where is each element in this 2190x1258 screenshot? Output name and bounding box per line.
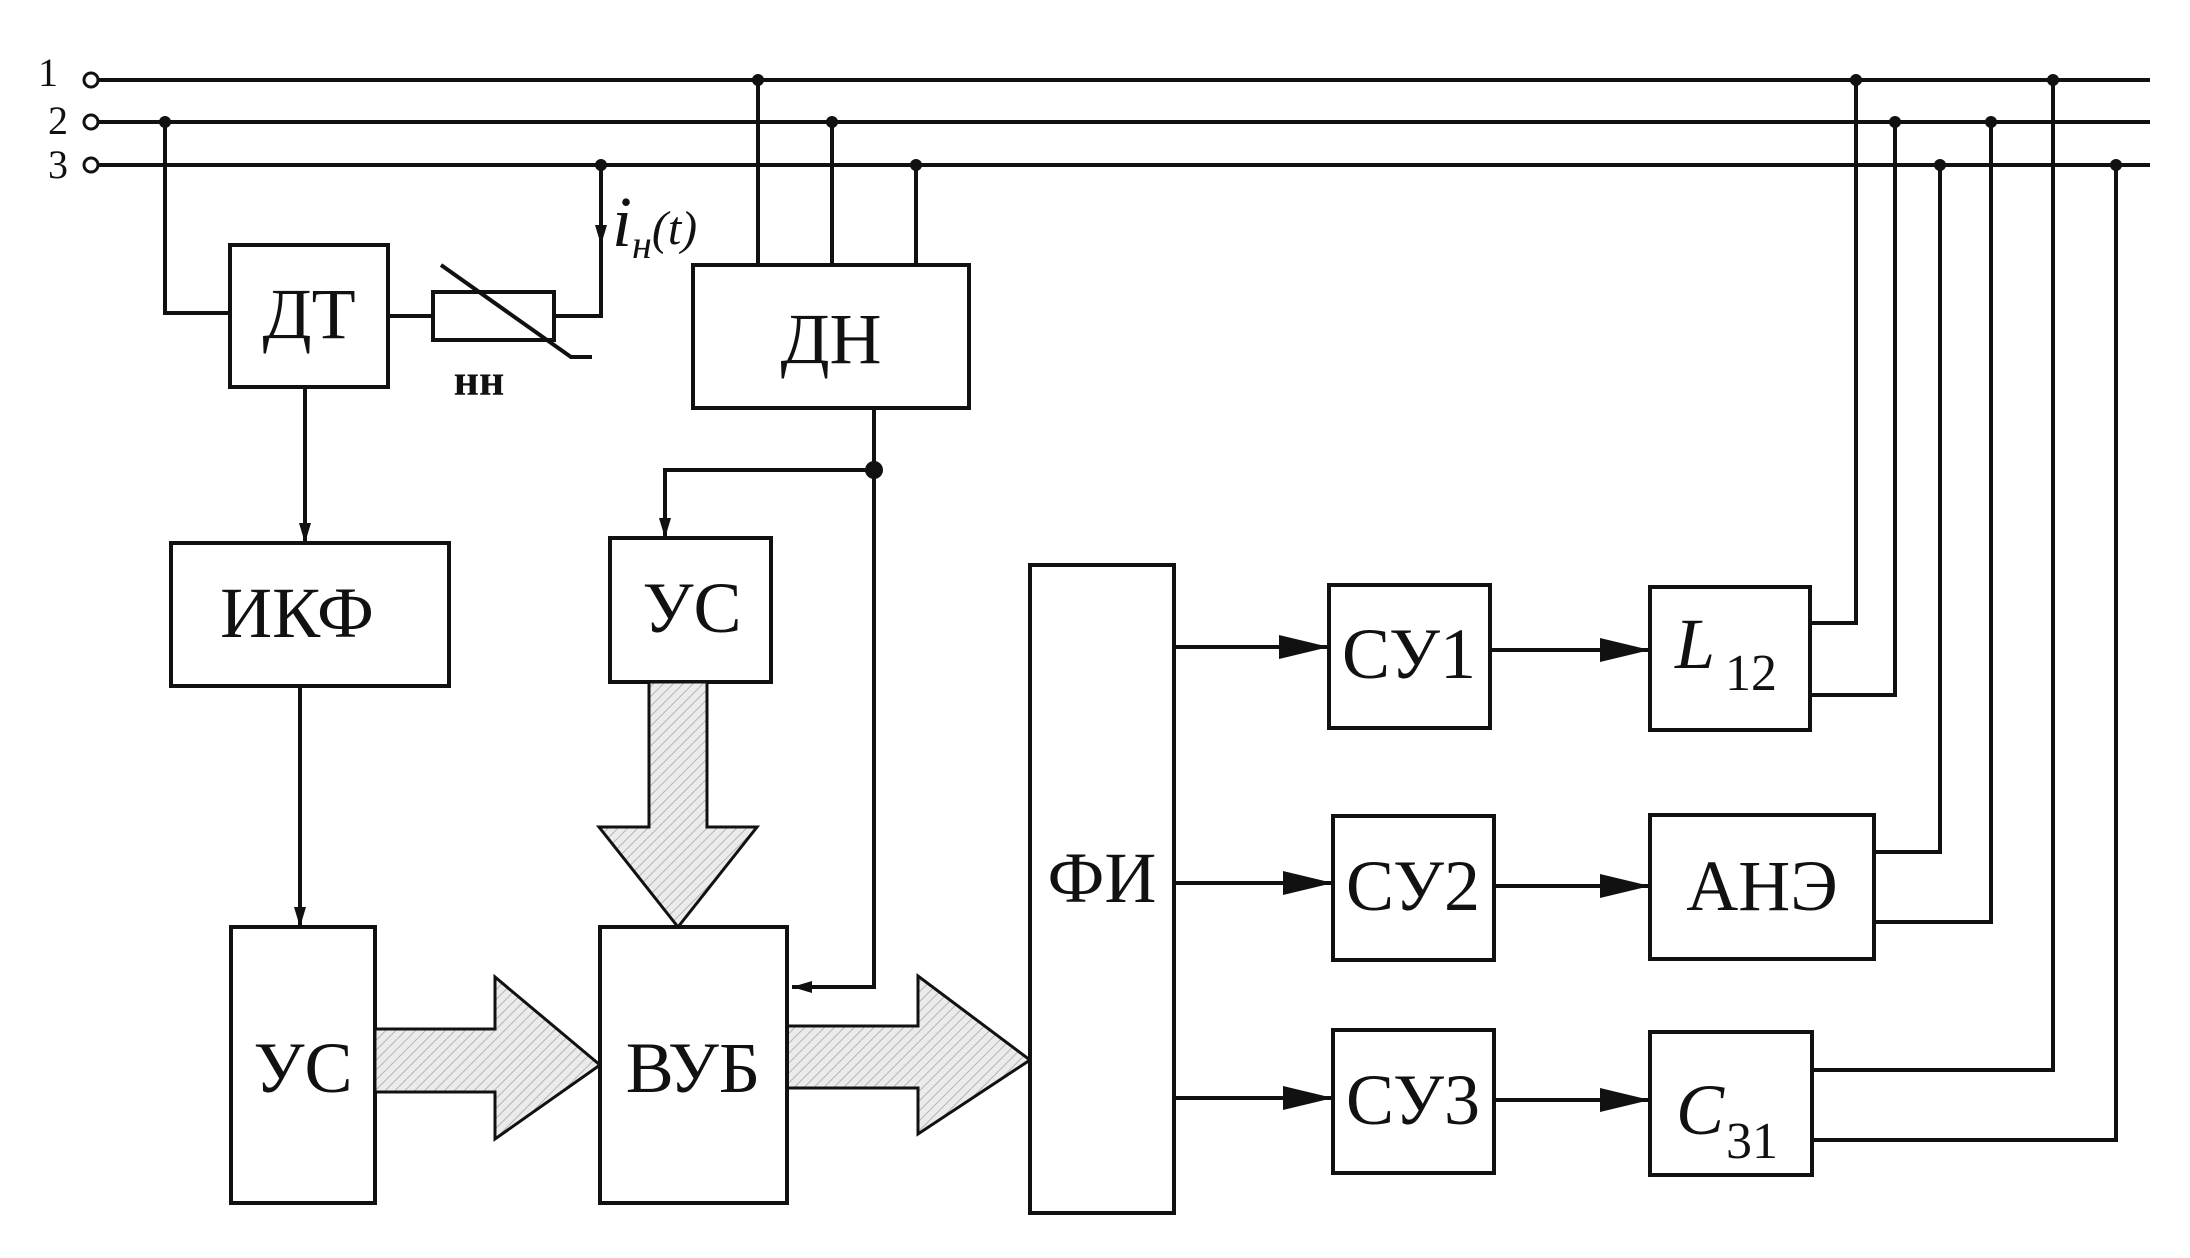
varistor-slash: [439, 263, 592, 359]
terminal-label-2: 2: [48, 98, 68, 143]
junction-dot: [1850, 74, 1862, 86]
ane-wire-1: [1874, 165, 1942, 854]
fat-arrow-us-to-vub: [595, 680, 761, 930]
load-ane-label: АНЭ: [1686, 846, 1838, 926]
block-dn: [691, 263, 971, 410]
varistor-label: нн: [454, 356, 505, 405]
block-fi: [1028, 563, 1176, 1215]
junction-dot: [1985, 116, 1997, 128]
bus-lines: 1 2 3: [38, 50, 2150, 187]
terminal-label-3: 3: [48, 142, 68, 187]
block-us-bottom-label: УС: [254, 1028, 353, 1108]
voltage-sensor-group: ДН: [659, 74, 971, 993]
dn-to-vub-arrow: [792, 470, 876, 993]
load-l12: [1648, 585, 1812, 732]
current-label: iн(t): [612, 182, 697, 267]
varistor-output-wire: [554, 165, 603, 318]
block-vub: [598, 925, 789, 1205]
block-vub-label: ВУБ: [626, 1028, 761, 1108]
terminal-2: [82, 113, 100, 131]
block-ikf: [169, 541, 451, 688]
load-c31: [1648, 1030, 1814, 1177]
junction-dot: [1934, 159, 1946, 171]
block-us-top-label: УС: [643, 568, 742, 648]
fat-arrow-vub-to-fi: [785, 973, 1033, 1137]
dn-to-us-arrow: [659, 468, 874, 538]
block-fi-label: ФИ: [1048, 838, 1157, 918]
dt-input-wire: [163, 122, 230, 315]
junction-dot: [595, 159, 607, 171]
junction-dot: [2110, 159, 2122, 171]
current-sensor-group: ДТ iн(t) нн: [159, 116, 697, 405]
terminal-label-1: 1: [38, 50, 58, 95]
block-ikf-label: ИКФ: [220, 573, 374, 653]
block-us-top: [608, 536, 773, 684]
block-dt-label: ДТ: [262, 274, 355, 354]
junction-dot: [159, 116, 171, 128]
ane-wire-2: [1874, 122, 1993, 924]
block-dt: [228, 243, 390, 389]
l12-wire-1: [1810, 80, 1858, 625]
block-su3-label: СУ3: [1346, 1060, 1480, 1140]
load-wires: [1810, 74, 2122, 1142]
c31-wire-1: [1812, 80, 2055, 1072]
terminal-1: [82, 71, 100, 89]
block-su2-label: СУ2: [1346, 846, 1480, 926]
junction-dot: [826, 116, 838, 128]
block-su3: [1331, 1028, 1496, 1175]
junction-dot: [910, 159, 922, 171]
terminal-3: [82, 156, 100, 174]
junction-dot: [752, 74, 764, 86]
load-ane: [1648, 813, 1876, 961]
block-su1-label: СУ1: [1342, 614, 1476, 694]
block-su2: [1331, 814, 1496, 962]
junction-dot: [1889, 116, 1901, 128]
block-dn-label: ДН: [780, 299, 881, 379]
load-c31-label: C31: [1676, 1070, 1778, 1170]
junction-dot: [2047, 74, 2059, 86]
l12-wire-2: [1810, 122, 1897, 697]
fat-arrow-us-to-vub-horizontal: [373, 973, 603, 1142]
c31-wire-2: [1812, 165, 2118, 1142]
block-su1: [1327, 583, 1492, 730]
